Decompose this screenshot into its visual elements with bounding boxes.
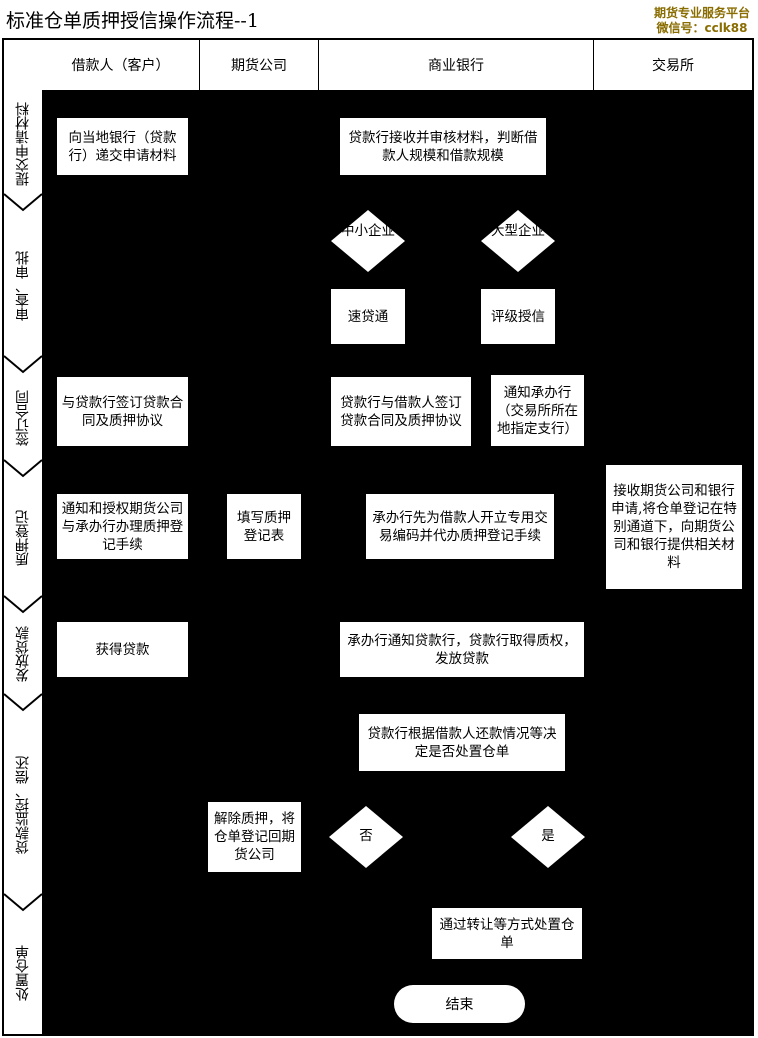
box-exchange-receive: 接收期货公司和银行申请,将仓单登记在特别通道下，向期货公司和银行提供相关材料 (606, 465, 742, 589)
box-fill-form: 填写质押登记表 (227, 494, 301, 559)
diagram-frame (2, 38, 754, 1036)
brand-line-1: 期货专业服务平台 (653, 6, 750, 20)
box-sign-borrower: 与贷款行签订贷款合同及质押协议 (57, 377, 188, 446)
stage-review: 审查、审批 (15, 251, 31, 321)
box-quick-loan: 速贷通 (331, 289, 405, 344)
box-notify-futures: 通知和授权期货公司与承办行办理质押登记手续 (57, 494, 188, 559)
brand-line-2: 微信号：cclk88 (656, 21, 748, 35)
column-header-borrower: 借款人（客户） (42, 40, 200, 90)
box-rating-credit: 评级授信 (481, 289, 555, 344)
stage-contract: 签订合同 (15, 390, 31, 446)
box-issue-loan: 承办行通知贷款行，贷款行取得质权，发放贷款 (340, 622, 584, 677)
terminal-end: 结束 (394, 985, 525, 1023)
box-dispose-transfer: 通过转让等方式处置仓单 (432, 908, 582, 959)
page-title: 标准仓单质押授信操作流程--1 (6, 10, 259, 32)
decision-no-label: 否 (359, 828, 373, 844)
box-review-materials: 贷款行接收并审核材料，判断借款人规模和借款规模 (340, 118, 546, 175)
stage-submit: 提交申请材料 (15, 102, 31, 186)
column-header-futures-company: 期货公司 (200, 40, 319, 90)
column-header-commercial-bank: 商业银行 (319, 40, 594, 90)
decision-large-label: 大型企业 (491, 223, 545, 239)
brand-watermark: 期货专业服务平台 微信号：cclk88 (654, 6, 750, 36)
column-header-exchange: 交易所 (652, 58, 694, 74)
stage-monitor-repay: 贷款监控、偿还 (15, 756, 31, 854)
box-submit-materials: 向当地银行（贷款行）递交申请材料 (57, 118, 188, 175)
stage-pledge-registration: 质押登记 (15, 510, 31, 566)
stage-separator (4, 893, 42, 912)
stage-separator (4, 193, 42, 212)
box-sign-bank: 贷款行与借款人签订贷款合同及质押协议 (331, 377, 471, 446)
decision-sme (331, 210, 405, 272)
stage-dispose-receipt: 处置仓单 (15, 945, 31, 1001)
box-notify-branch: 通知承办行（交易所所在地指定支行） (491, 375, 584, 446)
box-decide-dispose: 贷款行根据借款人还款情况等决定是否处置仓单 (359, 714, 565, 771)
stage-separator (4, 355, 42, 374)
decision-sme-label: 中小企业 (341, 223, 395, 239)
decision-no (329, 806, 403, 868)
stage-separator (4, 693, 42, 712)
box-release-pledge: 解除质押，将仓单登记回期货公司 (208, 802, 301, 872)
stage-separator (4, 459, 42, 478)
decision-yes-label: 是 (541, 828, 555, 844)
stage-separator (4, 595, 42, 614)
box-get-loan: 获得贷款 (57, 622, 188, 677)
box-branch-open-account: 承办行先为借款人开立专用交易编码并代办质押登记手续 (366, 494, 554, 559)
column-header-row: 借款人（客户） 期货公司 商业银行 交易所 (42, 40, 752, 92)
stage-issue-loan: 发放贷款 (15, 626, 31, 682)
decision-yes (511, 806, 585, 868)
decision-large (481, 210, 555, 272)
